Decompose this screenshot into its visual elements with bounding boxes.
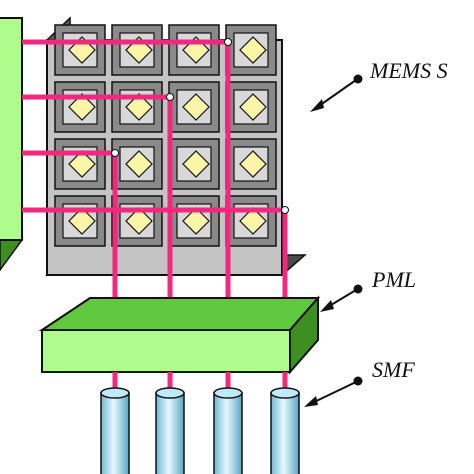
optical-beam-paths: [22, 38, 289, 298]
mems-chip: [44, 16, 308, 277]
mirror-cell: [225, 195, 277, 247]
mirror-cell: [54, 195, 106, 247]
mirror-cell: [168, 195, 220, 247]
beam-reflection-point: [166, 93, 174, 101]
mirror-cell: [54, 81, 106, 133]
mirror-icon: [182, 207, 210, 235]
mirror-icon: [239, 207, 267, 235]
mirror-icon: [68, 207, 96, 235]
pml-block: [38, 295, 321, 375]
smf-fiber: [100, 372, 130, 474]
mirror-cell: [225, 81, 277, 133]
mirror-cell: [111, 138, 163, 190]
smf-fiber: [270, 372, 300, 474]
mirror-cell: [54, 24, 106, 76]
mirror-cell: [111, 24, 163, 76]
smf-label-group: SMF: [304, 357, 415, 407]
mirror-cell: [168, 81, 220, 133]
beam-reflection-point: [281, 206, 289, 214]
pml-label-group: PML: [320, 267, 416, 312]
mirror-icon: [239, 93, 267, 121]
pml-label: PML: [371, 267, 416, 292]
mirror-icon: [125, 93, 153, 121]
mirror-cell: [111, 195, 163, 247]
mirror-cell: [225, 24, 277, 76]
mirror-icon: [239, 150, 267, 178]
mirror-icon: [125, 207, 153, 235]
mems-label-group: MEMS S: [310, 58, 448, 112]
smf-label: SMF: [372, 357, 415, 382]
mems-label: MEMS S: [369, 58, 448, 83]
mirror-icon: [182, 150, 210, 178]
mirror-cell-grid: [54, 24, 277, 247]
mirror-cell: [225, 138, 277, 190]
mirror-icon: [125, 150, 153, 178]
mirror-icon: [68, 150, 96, 178]
beam-reflection-point: [224, 38, 232, 46]
smf-fiber: [213, 372, 243, 474]
mirror-cell: [54, 138, 106, 190]
smf-fiber: [155, 372, 185, 474]
mirror-icon: [239, 36, 267, 64]
mirror-cell: [168, 138, 220, 190]
smf-fiber-array: [100, 372, 300, 474]
beam-reflection-point: [111, 149, 119, 157]
mirror-cell: [111, 81, 163, 133]
input-fiber-array-block: [0, 17, 24, 272]
mirror-icon: [182, 93, 210, 121]
mirror-icon: [68, 93, 96, 121]
mirror-cell: [168, 24, 220, 76]
